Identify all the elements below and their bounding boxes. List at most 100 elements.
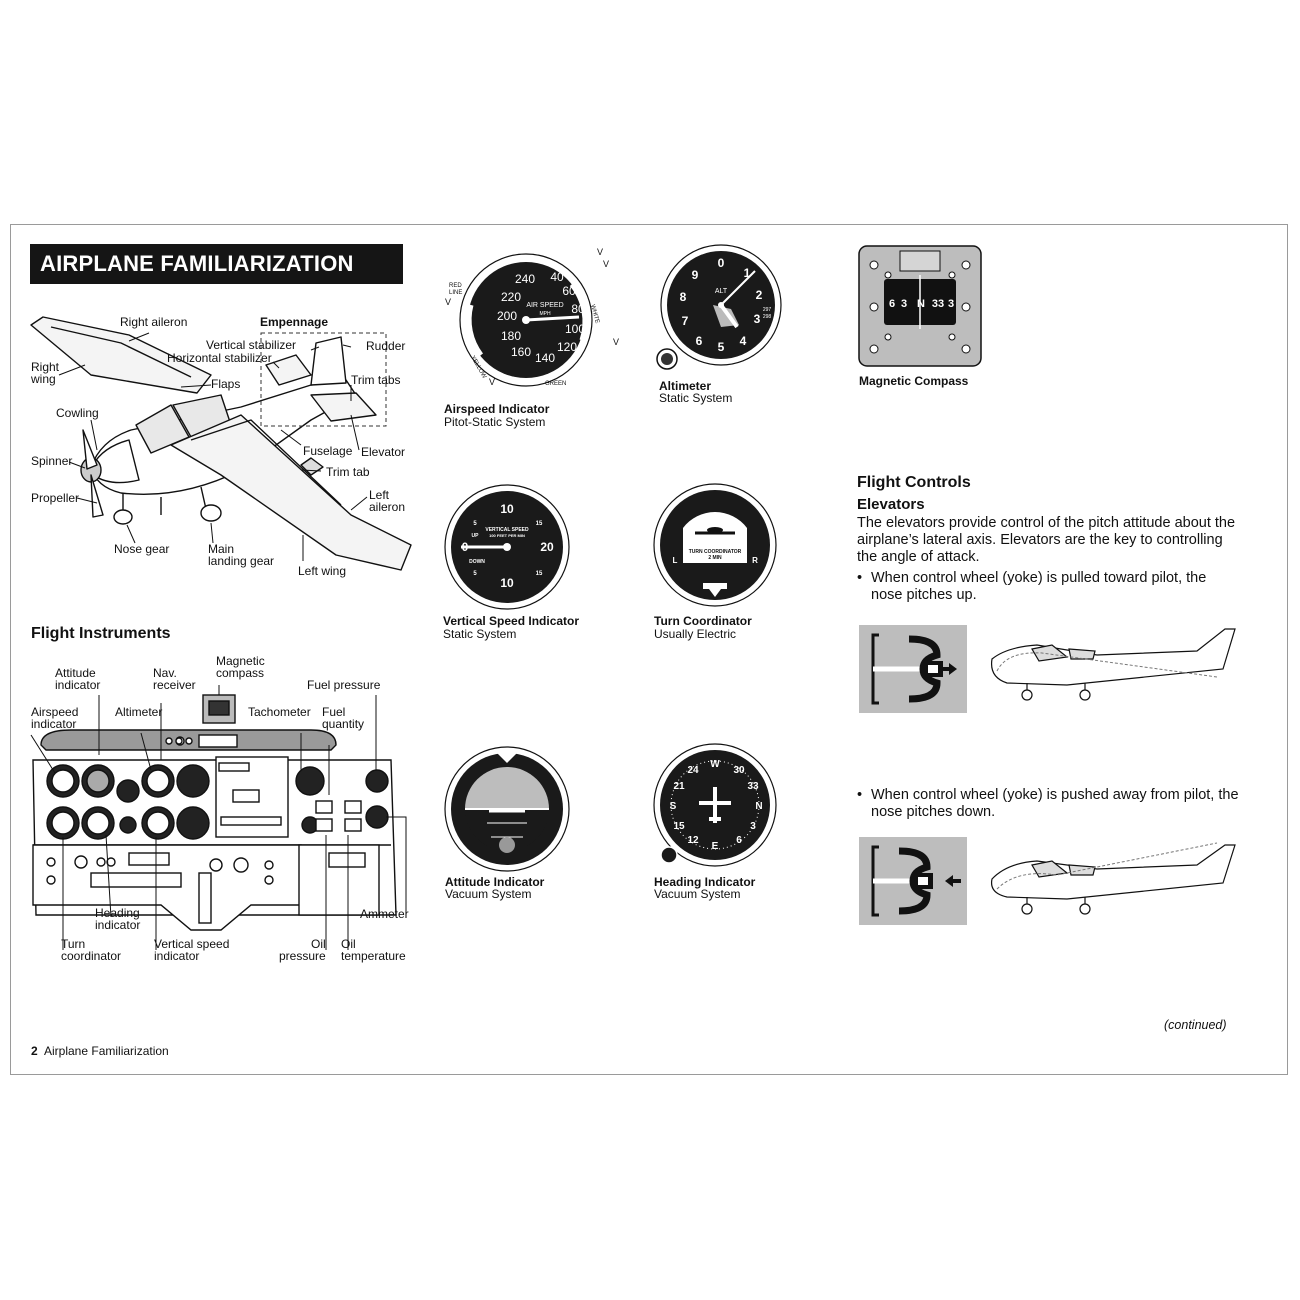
alt-tick-9: 9: [692, 268, 699, 282]
vsi-tick-15-down: 15: [536, 571, 543, 577]
asi-vs1: V: [597, 247, 603, 257]
hdg-tick-n: N: [755, 801, 762, 812]
attitude-sub: Vacuum System: [445, 887, 532, 901]
label-fuel-qty-1: Fuel: [322, 705, 346, 719]
label-right-wing-1: Right: [31, 360, 60, 374]
label-fuel-qty-2: quantity: [322, 717, 365, 731]
label-oil-t-1: Oil: [341, 937, 356, 951]
alt-tick-3: 3: [754, 312, 761, 326]
label-oil-p-1: Oil: [311, 937, 326, 951]
elevators-paragraph: The elevators provide control of the pit…: [857, 515, 1236, 565]
turn-coordinator-gauge: TURN COORDINATOR 2 MIN L R: [653, 483, 777, 607]
asi-vfe: V: [613, 337, 619, 347]
asi-tick-120: 120: [557, 340, 577, 354]
vsi-title: Vertical Speed Indicator: [443, 614, 580, 628]
label-left-aileron-2: aileron: [369, 500, 406, 514]
alt-tick-8: 8: [680, 290, 687, 304]
alt-kollsman-2: 298: [763, 314, 772, 320]
airspeed-title: Airspeed Indicator: [444, 402, 550, 416]
label-altimeter: Altimeter: [115, 705, 163, 719]
hdg-tick-s: S: [670, 801, 677, 812]
turn-title: Turn Coordinator: [654, 614, 752, 628]
bullet-pull: When control wheel (yoke) is pulled towa…: [857, 570, 1241, 604]
alt-tick-1: 1: [744, 266, 751, 280]
heading-indicator-gauge: N 3 6 E 12 15 S 21 24 W 30 33: [653, 743, 777, 867]
label-turn-2: coordinator: [61, 949, 122, 963]
label-heading-2: indicator: [95, 918, 141, 932]
hdg-tick-3: 3: [750, 821, 756, 832]
asi-tick-60: 60: [562, 284, 576, 298]
hdg-tick-24: 24: [687, 765, 699, 776]
label-rudder: Rudder: [366, 339, 406, 353]
label-ammeter: Ammeter: [360, 907, 409, 921]
label-left-wing: Left wing: [298, 564, 347, 578]
asi-tick-80: 80: [571, 302, 585, 316]
alt-kollsman-1: 297: [763, 307, 772, 313]
instrument-panel-diagram: [30, 685, 407, 950]
turn-sub: Usually Electric: [654, 627, 737, 641]
compass-scale-3b: 3: [948, 298, 954, 310]
label-oil-p-2: pressure: [279, 949, 326, 963]
label-airspeed-2: indicator: [31, 717, 77, 731]
heading-sub: Vacuum System: [654, 887, 741, 901]
tc-left: L: [673, 556, 678, 565]
compass-scale-3: 3: [901, 298, 907, 310]
vsi-face-1: VERTICAL SPEED: [485, 527, 529, 533]
elevators-subtitle: Elevators: [857, 496, 925, 513]
alt-tick-4: 4: [740, 334, 747, 348]
hdg-tick-6: 6: [736, 835, 742, 846]
altimeter-title: Altimeter: [659, 379, 712, 393]
asi-tick-140: 140: [535, 351, 555, 365]
hdg-tick-w: W: [710, 759, 720, 770]
attitude-title: Attitude Indicator: [445, 875, 545, 889]
label-nav-1: Nav.: [153, 666, 177, 680]
vsi-tick-10-down: 10: [500, 576, 514, 590]
section-banner: AIRPLANE FAMILIARIZATION: [30, 244, 403, 284]
label-trim-tab: Trim tab: [326, 465, 370, 479]
yoke-push-diagram: [859, 837, 1236, 925]
label-attitude-1: Attitude: [55, 666, 96, 680]
hdg-tick-33: 33: [747, 781, 759, 792]
hdg-tick-e: E: [712, 841, 719, 852]
altimeter-gauge: 0 1 2 3 4 5 6 7 8 9 ALT 297 298: [656, 244, 782, 370]
heading-title: Heading Indicator: [654, 875, 756, 889]
hdg-tick-21: 21: [673, 781, 685, 792]
asi-green-arc: GREEN: [545, 381, 566, 387]
magnetic-compass-gauge: 6 3 N 33 3: [858, 245, 982, 367]
asi-tick-160: 160: [511, 345, 531, 359]
label-elevator: Elevator: [361, 445, 406, 459]
asi-unit-label: MPH: [539, 311, 551, 317]
airspeed-sub: Pitot-Static System: [444, 415, 546, 429]
label-trim-tabs: Trim tabs: [351, 373, 401, 387]
label-cowling: Cowling: [56, 406, 99, 420]
tc-face-1: TURN COORDINATOR: [689, 549, 742, 555]
vsi-tick-10-up: 10: [500, 502, 514, 516]
book-page: AIRPLANE FAMILIARIZATION: [10, 224, 1288, 1075]
alt-tick-7: 7: [682, 314, 689, 328]
label-airspeed-1: Airspeed: [31, 705, 79, 719]
vsi-face-2: 100 FEET PER MIN: [489, 533, 525, 538]
asi-tick-200: 200: [497, 309, 517, 323]
asi-vne: V: [445, 297, 451, 307]
label-nav-2: receiver: [153, 678, 196, 692]
yoke-pull-diagram: [859, 625, 1236, 713]
airplane-diagram: [30, 316, 412, 571]
compass-scale-n: N: [917, 298, 925, 310]
asi-tick-180: 180: [501, 329, 521, 343]
vsi-down: DOWN: [469, 559, 485, 565]
vertical-speed-indicator-gauge: 10 5 0 5 10 15 20 15 VERTICAL SPEED 100 …: [444, 484, 570, 610]
attitude-indicator-gauge: [444, 746, 570, 872]
label-horizontal-stabilizer: Horizontal stabilizer: [167, 351, 272, 365]
compass-scale-6: 6: [889, 298, 895, 310]
asi-vno: V: [603, 259, 609, 269]
footer-section: Airplane Familiarization: [44, 1044, 169, 1058]
label-right-wing-2: wing: [31, 372, 56, 386]
label-main-gear-2: landing gear: [208, 554, 275, 568]
label-left-aileron-1: Left: [369, 488, 390, 502]
label-spinner: Spinner: [31, 454, 73, 468]
label-vsi-2: indicator: [154, 949, 200, 963]
asi-tick-40: 40: [550, 270, 564, 284]
label-oil-t-2: temperature: [341, 949, 406, 963]
label-vsi-1: Vertical speed: [154, 937, 230, 951]
flight-instruments-title: Flight Instruments: [31, 625, 171, 642]
